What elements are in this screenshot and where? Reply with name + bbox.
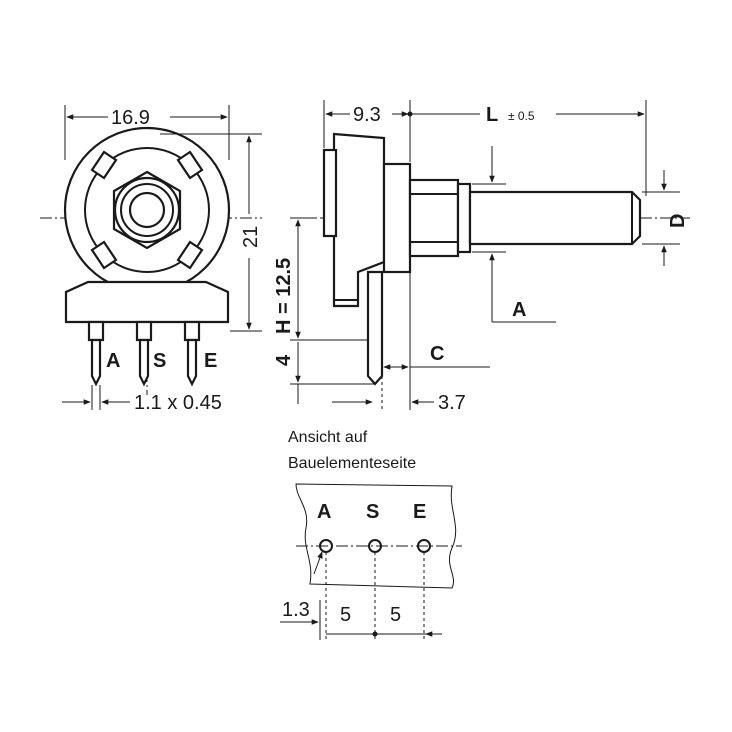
pin-s-collar bbox=[135, 320, 153, 342]
housing-notch-bl bbox=[90, 240, 118, 270]
terminal-block bbox=[64, 280, 230, 324]
front-pin-label-s: S bbox=[153, 350, 166, 372]
dim-footprint-offset-label: 1.3 bbox=[282, 599, 310, 621]
depth-dim-dot bbox=[407, 111, 413, 117]
front-view: A S E 16.9 21 1.1 x 0.45 bbox=[40, 105, 262, 414]
housing-notch-tl bbox=[90, 150, 118, 180]
side-shaft bbox=[468, 190, 642, 246]
footprint-view: Ansicht auf Bauelementeseite A S E 5 5 1… bbox=[280, 429, 462, 640]
shaft-end bbox=[128, 191, 166, 229]
dim-D-label: D bbox=[667, 214, 689, 228]
dim-A-label: A bbox=[512, 299, 526, 321]
dim-length-tolerance: ± 0.5 bbox=[508, 109, 535, 123]
housing-inner-ring bbox=[84, 147, 210, 273]
dim-body-depth-label: 9.3 bbox=[353, 104, 381, 126]
footprint-caption-line2: Bauelementeseite bbox=[288, 455, 416, 472]
bushing-thread bbox=[120, 183, 174, 237]
front-pin-label-a: A bbox=[106, 350, 120, 372]
footprint-pin-label-e: E bbox=[413, 501, 426, 523]
dim-width-label: 16.9 bbox=[111, 107, 150, 129]
dim-height-label: 21 bbox=[240, 226, 262, 248]
pin-a bbox=[90, 338, 102, 387]
dim-pitch-2-label: 5 bbox=[390, 604, 401, 626]
footprint-caption-line1: Ansicht auf bbox=[288, 429, 368, 446]
footprint-board-outline bbox=[295, 483, 457, 589]
side-rear-plate bbox=[322, 148, 338, 238]
dim-pin-offset-label: 3.7 bbox=[438, 392, 466, 414]
pin-e bbox=[186, 338, 198, 387]
side-bushing-tip bbox=[456, 182, 472, 254]
dim-pitch-1-label: 5 bbox=[340, 604, 351, 626]
side-housing bbox=[332, 132, 386, 308]
dim-pin-label: 1.1 x 0.45 bbox=[134, 392, 222, 414]
pitch-dim-dot bbox=[372, 631, 378, 637]
footprint-pin-label-a: A bbox=[317, 501, 331, 523]
dim-C-label: C bbox=[430, 343, 444, 365]
dim-H-label: H = 12.5 bbox=[273, 258, 295, 334]
housing-notch-tr bbox=[176, 150, 204, 180]
pin-a-collar bbox=[87, 320, 105, 342]
dim-length-label: L bbox=[486, 104, 498, 126]
side-front-flange bbox=[382, 162, 412, 274]
footprint-pin-label-s: S bbox=[366, 501, 379, 523]
front-pin-label-e: E bbox=[204, 350, 217, 372]
side-view: 9.3 L ± 0.5 D A H = 12.5 4 bbox=[273, 100, 690, 414]
side-bushing bbox=[408, 178, 460, 258]
side-terminal-pin bbox=[366, 270, 384, 386]
pin-s bbox=[138, 338, 150, 387]
pin-e-collar bbox=[183, 320, 201, 342]
hole-a-leader bbox=[313, 551, 323, 575]
housing-notch-br bbox=[176, 240, 204, 270]
dim-pin-length-label: 4 bbox=[273, 354, 295, 366]
